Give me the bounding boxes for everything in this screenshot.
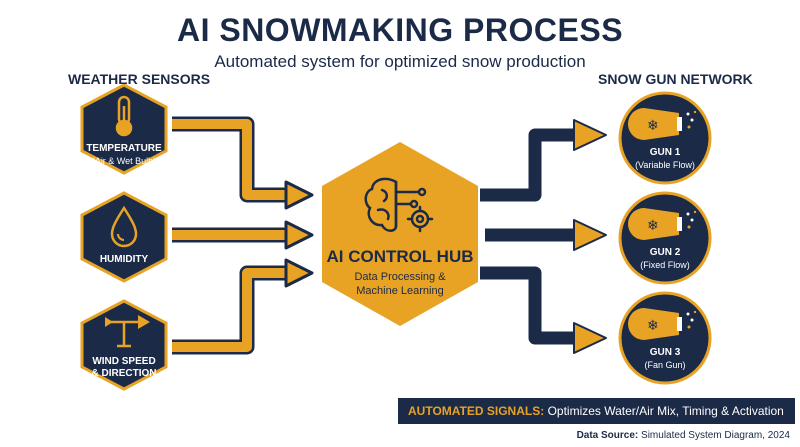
sensor-wind <box>80 299 168 391</box>
gun-2-label: GUN 2 (Fixed Flow) <box>620 247 710 271</box>
sensor-temperature-label: TEMPERATURE (Air & Wet Bulb) <box>69 143 179 167</box>
gun-arrows <box>480 128 575 345</box>
arrow-gun-1 <box>480 128 575 202</box>
sensor-humidity <box>80 191 168 283</box>
gun-1-label: GUN 1 (Variable Flow) <box>620 147 710 171</box>
snow-gun-network-heading: SNOW GUN NETWORK <box>598 71 753 87</box>
arrowhead-wind <box>284 258 314 288</box>
data-source-key: Data Source: <box>576 430 639 441</box>
sensor-arrowheads <box>284 180 314 288</box>
sensor-humidity-title: HUMIDITY <box>99 254 149 265</box>
gun-3: ❄ <box>618 291 712 385</box>
arrowhead-humidity <box>284 220 314 250</box>
arrow-temperature-outline <box>172 116 290 203</box>
snow-cannon-icon: ❄ <box>628 308 697 340</box>
arrowhead-gun-2 <box>573 219 607 251</box>
arrowhead-temperature <box>284 180 314 210</box>
gun-2: ❄ <box>618 191 712 285</box>
water-drop-icon <box>110 205 138 248</box>
arrow-gun-3 <box>480 266 575 345</box>
gun-1: ❄ <box>618 91 712 185</box>
hub-subtitle: Data Processing & Machine Learning <box>310 270 490 298</box>
page-subtitle: Automated system for optimized snow prod… <box>214 52 586 71</box>
ai-control-hub <box>322 142 478 326</box>
sensor-hexagons <box>80 83 168 391</box>
gun-3-title: GUN 3 <box>649 347 681 358</box>
snow-cannon-icon: ❄ <box>628 208 697 240</box>
gun-arrowheads <box>573 119 607 354</box>
gun-2-title: GUN 2 <box>649 247 681 258</box>
sensor-wind-label: WIND SPEED & DIRECTION <box>69 356 179 380</box>
gun-1-sub: (Variable Flow) <box>635 160 695 170</box>
gun-3-sub: (Fan Gun) <box>644 360 686 370</box>
data-source-text: Simulated System Diagram, 2024 <box>641 430 790 441</box>
arrow-temperature <box>172 119 290 200</box>
automated-signals-bar: AUTOMATED SIGNALS: Optimizes Water/Air M… <box>398 398 795 424</box>
arrowhead-gun-3 <box>573 322 607 354</box>
sensor-arrows <box>172 116 290 355</box>
sensor-wind-title: WIND SPEED <box>92 356 156 367</box>
page-title: AI SNOWMAKING PROCESS <box>176 12 624 48</box>
arrow-wind <box>172 268 290 352</box>
sensor-wind-title-2: & DIRECTION <box>91 368 157 379</box>
automated-signals-text: Optimizes Water/Air Mix, Timing & Activa… <box>547 404 784 418</box>
brain-gear-icon <box>364 177 434 233</box>
sensor-humidity-label: HUMIDITY <box>69 254 179 266</box>
arrow-wind-outline <box>172 265 290 355</box>
wind-vane-icon <box>105 315 150 348</box>
svg-text:❄: ❄ <box>647 318 659 334</box>
snow-cannon-icon: ❄ <box>628 108 697 140</box>
gun-circles: ❄ ❄ ❄ <box>618 91 712 385</box>
data-source: Data Source: Simulated System Diagram, 2… <box>577 430 790 441</box>
svg-text:❄: ❄ <box>647 218 659 234</box>
hub-title: AI CONTROL HUB <box>326 247 474 266</box>
weather-sensors-heading: WEATHER SENSORS <box>68 71 211 87</box>
gun-1-title: GUN 1 <box>649 147 681 158</box>
thermometer-icon <box>115 95 133 137</box>
sensor-temperature-sub: (Air & Wet Bulb) <box>91 156 157 166</box>
arrowhead-gun-1 <box>573 119 607 151</box>
svg-text:❄: ❄ <box>647 118 659 134</box>
hub-subtitle-line-1: Data Processing & <box>354 271 446 283</box>
sensor-temperature-title: TEMPERATURE <box>86 143 162 154</box>
gun-3-label: GUN 3 (Fan Gun) <box>620 347 710 371</box>
hexagon-humidity <box>80 191 168 283</box>
sensor-temperature <box>80 83 168 175</box>
hub-hexagon <box>322 142 478 326</box>
automated-signals-key: AUTOMATED SIGNALS: <box>408 404 545 418</box>
gun-2-sub: (Fixed Flow) <box>640 260 690 270</box>
hub-subtitle-line-2: Machine Learning <box>356 285 444 297</box>
